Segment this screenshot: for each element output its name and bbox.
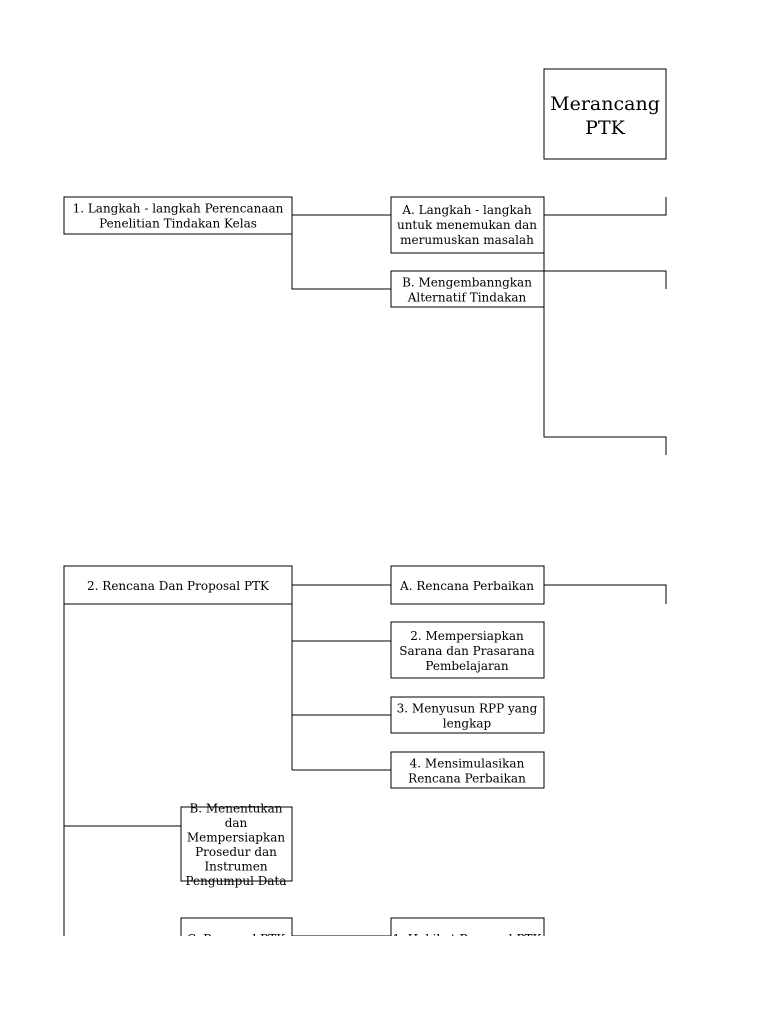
node-s1-a-label-line: untuk menemukan dan [397,218,537,232]
node-s2-b-label-line: Prosedur dan [195,845,277,859]
node-s2-c1: 1. Hakikat Proposal PTK [390,917,545,946]
node-s1-a-label-line: merumuskan masalah [400,233,534,247]
title-text-line: PTK [585,117,625,139]
node-s2-root-label: 2. Rencana Dan Proposal PTK [87,579,270,593]
node-s2-c-label: C. Proposal PTK [187,932,286,946]
connector-s1-b-offpage [543,307,667,455]
node-s2-root-label-line: 2. Rencana Dan Proposal PTK [87,579,270,593]
node-s2-b-label-line: Pengumpul Data [186,874,287,888]
node-s2-root: 2. Rencana Dan Proposal PTK [63,565,293,605]
node-s2-a3-label-line: lengkap [443,716,492,730]
node-s1-a-label-line: A. Langkah - langkah [401,203,531,217]
node-s2-a4-label-line: Rencana Perbaikan [408,771,526,785]
node-s2-b-label-line: Instrumen [204,860,267,874]
node-s2-a: A. Rencana Perbaikan [390,565,545,605]
node-s2-a2-label-line: 2. Mempersiapkan [410,629,524,643]
node-s2-b-label-line: B. Menentukan [189,802,282,816]
node-s2-b-label-line: Mempersiapkan [187,831,286,845]
node-s2-c1-label: 1. Hakikat Proposal PTK [392,932,542,946]
node-s1-root-label-line: 1. Langkah - langkah Perencanaan [73,201,284,215]
node-s1-b-label-line: B. Mengembanngkan [402,275,532,289]
node-s2-c: C. Proposal PTK [180,917,293,946]
node-s2-b-label-line: dan [225,816,248,830]
title-text-line: Merancang [550,93,660,115]
connector-s1-a-offpage-2 [543,253,667,289]
node-s2-a2-label-line: Pembelajaran [425,659,509,673]
connectors [63,197,667,936]
node-s2-a-label-line: A. Rencana Perbaikan [399,579,534,593]
node-s1-b-label-line: Alternatif Tindakan [407,290,527,304]
node-s1-root-label-line: Penelitian Tindakan Kelas [99,216,257,230]
node-s2-c-label-line: C. Proposal PTK [187,932,286,946]
node-s2-a3-label-line: 3. Menyusun RPP yang [397,701,538,715]
node-s2-a-label: A. Rencana Perbaikan [399,579,534,593]
node-s2-a2-label-line: Sarana dan Prasarana [399,644,534,658]
connector-s1-root-to-b [291,234,391,290]
node-s2-c1-label-line: 1. Hakikat Proposal PTK [392,932,542,946]
node-s2-a4-label-line: 4. Mensimulasikan [410,756,525,770]
connector-s1-a-offpage [544,197,667,216]
connector-s2-a-offpage [544,584,667,604]
